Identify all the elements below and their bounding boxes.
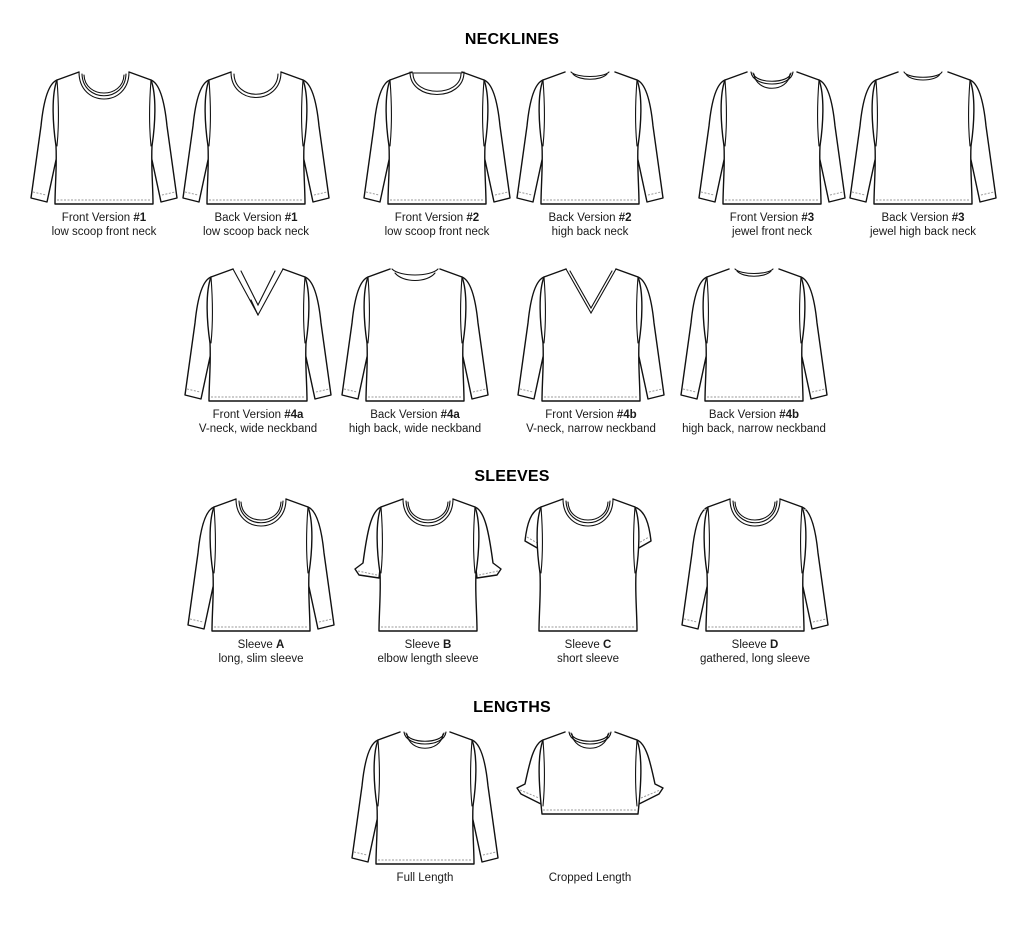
caption-prefix: Front Version [394,212,467,224]
caption-title: Front Version #4a [183,408,333,422]
caption-description: jewel front neck [732,226,812,238]
caption-description: short sleeve [556,653,619,665]
caption-title: Back Version #3 [848,211,998,225]
caption-prefix: Front Version [61,212,134,224]
garment-drawing [182,71,330,205]
caption-code: #2 [618,212,632,224]
caption-code: B [443,639,452,651]
lengths-heading: LENGTHS [473,699,551,716]
caption-code: D [770,639,779,651]
garment-drawing [187,498,335,632]
caption-description: long, slim sleeve [218,653,304,665]
caption-prefix: Sleeve [404,639,444,651]
caption-code: #4b [616,409,637,421]
caption-description: jewel high back neck [869,226,977,238]
caption-title: Cropped Length [515,871,665,885]
necklines-heading: NECKLINES [464,31,560,48]
garment-drawing [681,498,829,632]
caption-code: A [276,639,285,651]
caption-title: Sleeve A [186,638,336,652]
garment-drawing [698,71,846,205]
caption-title: Front Version #1 [29,211,179,225]
caption-prefix: Sleeve [731,639,771,651]
caption-code: #4a [284,409,304,421]
garment-drawing [517,268,665,402]
caption-description: V-neck, wide neckband [198,423,318,435]
garment-drawing [354,498,502,632]
caption-description: elbow length sleeve [377,653,479,665]
caption-title: Front Version #4b [516,408,666,422]
caption-description: low scoop back neck [202,226,310,238]
caption-prefix: Front Version [729,212,802,224]
caption-title: Back Version #4b [679,408,829,422]
caption-code: #3 [801,212,815,224]
caption-description: high back, narrow neckband [682,423,826,435]
garment-drawing [341,268,489,402]
caption-code: #2 [466,212,480,224]
garment-full-length: Full Length [350,726,500,885]
caption-description: gathered, long sleeve [700,653,810,665]
caption-prefix: Back Version [708,409,780,421]
garment-drawing [524,498,652,632]
garment-drawing [184,268,332,402]
caption-title: Front Version #2 [362,211,512,225]
caption-description: low scoop front neck [51,226,157,238]
caption-prefix: Front Version [212,409,285,421]
caption-code: #1 [284,212,298,224]
garment-drawing [351,731,499,865]
caption-title: Back Version #2 [515,211,665,225]
caption-code: #1 [133,212,147,224]
garment-drawing [516,71,664,205]
caption-prefix: Front Version [545,409,617,421]
caption-code: #3 [951,212,965,224]
caption-title: Full Length [350,871,500,885]
caption-title: Sleeve C [513,638,663,652]
caption-title: Front Version #3 [697,211,847,225]
garment-drawing [849,71,997,205]
caption-description: high back, wide neckband [348,423,482,435]
caption-title: Sleeve D [680,638,830,652]
caption-prefix: Back Version [214,212,285,224]
garment-drawing [680,268,828,402]
caption-prefix: Full Length [396,872,454,884]
caption-prefix: Sleeve [237,639,277,651]
caption-code: #4b [779,409,800,421]
caption-code: C [603,639,612,651]
caption-title: Sleeve B [353,638,503,652]
garment-drawing [516,731,664,815]
caption-description: low scoop front neck [384,226,490,238]
caption-title: Back Version #1 [181,211,331,225]
sleeves-heading: SLEEVES [474,468,550,485]
garment-cropped-length: Cropped Length [515,726,665,885]
caption-prefix: Sleeve [564,639,604,651]
caption-title: Back Version #4a [340,408,490,422]
caption-prefix: Cropped Length [548,872,632,884]
caption-code: #4a [440,409,460,421]
garment-drawing [363,71,511,205]
caption-description: high back neck [551,226,629,238]
caption-prefix: Back Version [370,409,441,421]
caption-prefix: Back Version [548,212,619,224]
caption-prefix: Back Version [881,212,952,224]
caption-description: V-neck, narrow neckband [526,423,656,435]
garment-drawing [30,71,178,205]
